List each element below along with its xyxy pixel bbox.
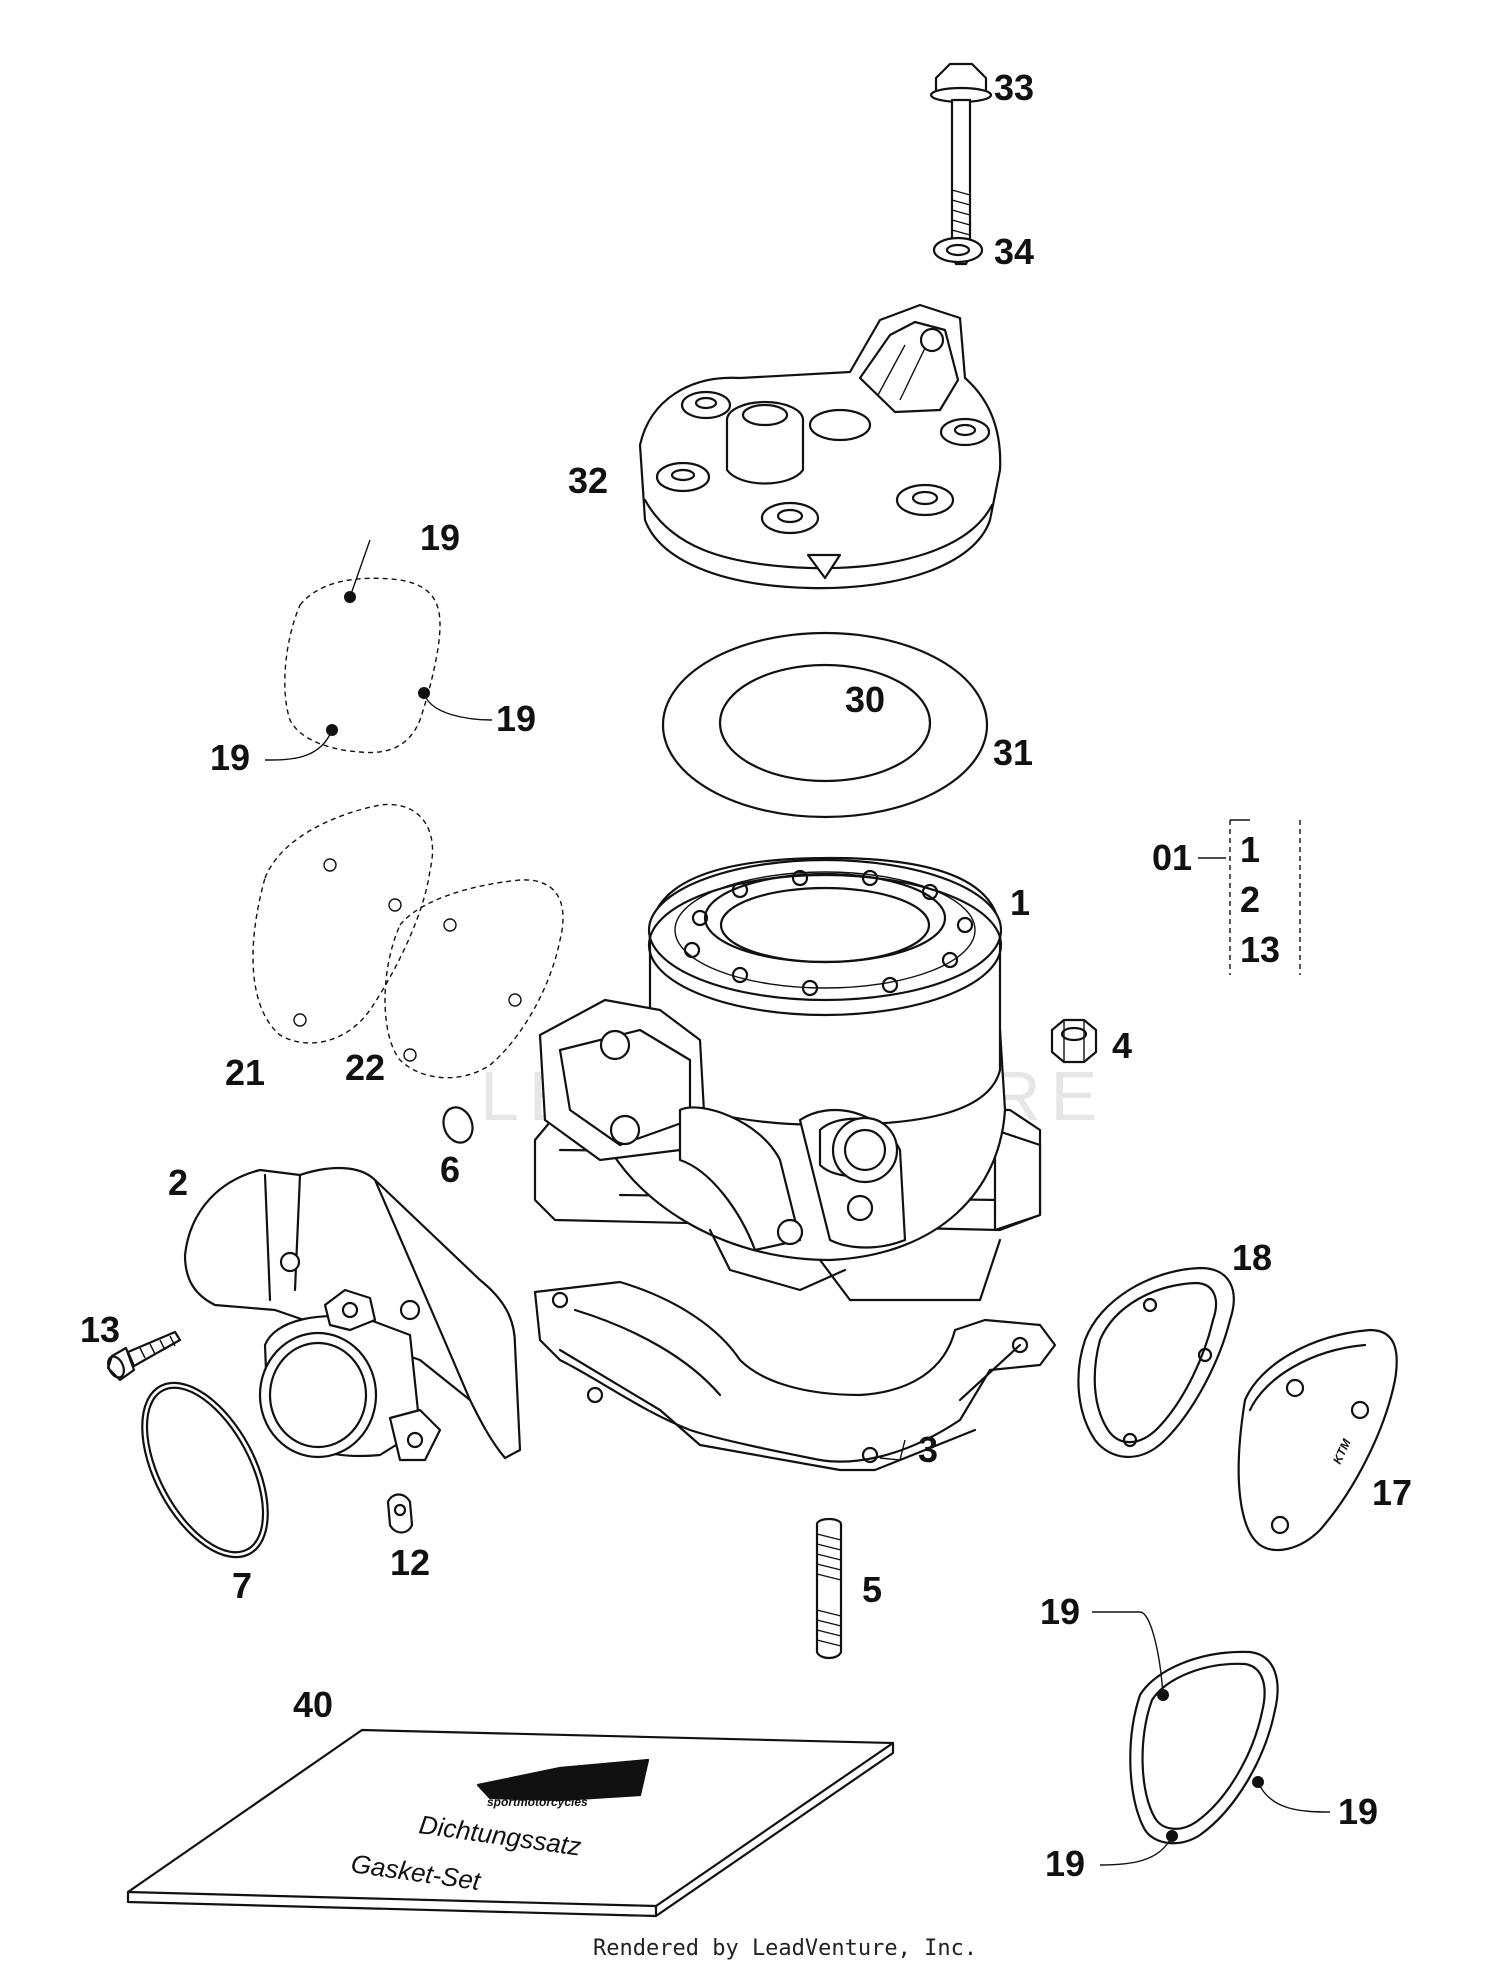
part-1-cylinder[interactable]: [533, 856, 1042, 1302]
label-34: 34: [994, 231, 1034, 272]
label-22: 22: [345, 1047, 385, 1088]
label-31: 31: [993, 732, 1033, 773]
part-19-gasket-upper[interactable]: [264, 539, 493, 761]
ktm-logo-subtext: sportmotorcycles: [487, 1795, 588, 1809]
label-19b: 19: [496, 698, 536, 739]
label-1: 1: [1010, 882, 1030, 923]
kit-01-bracket: [1198, 819, 1301, 975]
part-4-nut[interactable]: [1050, 1018, 1098, 1064]
ktm-logo: sportmotorcycles: [476, 1758, 650, 1809]
part-3-base-gasket[interactable]: [533, 1280, 1057, 1472]
part-40-gasket-set[interactable]: sportmotorcycles Dichtungssatz Gasket-Se…: [126, 1728, 895, 1918]
label-18: 18: [1232, 1237, 1272, 1278]
label-17: 17: [1372, 1472, 1412, 1513]
label-2: 2: [168, 1162, 188, 1203]
part-32-cylinder-head[interactable]: [638, 303, 1002, 590]
label-01-item-1: 1: [1240, 829, 1260, 870]
footer-credit: Rendered by LeadVenture, Inc.: [593, 1936, 977, 1961]
label-19a: 19: [420, 517, 460, 558]
label-6: 6: [440, 1149, 460, 1190]
part-19-gasket-lower[interactable]: [1092, 1611, 1331, 1866]
label-30: 30: [845, 679, 885, 720]
part-6-o-ring[interactable]: [439, 1103, 478, 1146]
label-21: 21: [225, 1052, 265, 1093]
part-13-screw[interactable]: [105, 1330, 182, 1382]
part-5-stud[interactable]: [815, 1517, 843, 1660]
label-33: 33: [994, 67, 1034, 108]
label-12: 12: [390, 1542, 430, 1583]
part-31-head-gasket[interactable]: [661, 631, 989, 819]
part-18-gasket[interactable]: [1077, 1266, 1235, 1458]
part-17-cover[interactable]: KTM: [1237, 1328, 1398, 1552]
part-22-gasket[interactable]: [384, 879, 564, 1079]
label-5: 5: [862, 1569, 882, 1610]
label-3: 3: [918, 1429, 938, 1470]
label-19c: 19: [210, 737, 250, 778]
label-01: 01: [1152, 837, 1192, 878]
part-21-gasket[interactable]: [252, 803, 434, 1044]
part-34-washer[interactable]: [932, 236, 984, 264]
label-13: 13: [80, 1309, 120, 1350]
part-12-clip[interactable]: [386, 1493, 414, 1534]
label-4: 4: [1112, 1025, 1132, 1066]
label-40: 40: [293, 1684, 333, 1725]
part-7-o-ring[interactable]: [116, 1363, 293, 1578]
part-30-o-ring[interactable]: [718, 663, 932, 783]
label-19f: 19: [1045, 1843, 1085, 1884]
part-2-exhaust-flange[interactable]: [183, 1167, 522, 1462]
label-19d: 19: [1040, 1591, 1080, 1632]
label-19e: 19: [1338, 1791, 1378, 1832]
part-33-bolt[interactable]: [929, 62, 993, 266]
label-01-item-2: 2: [1240, 879, 1260, 920]
label-7: 7: [232, 1565, 252, 1606]
label-01-item-13: 13: [1240, 929, 1280, 970]
label-32: 32: [568, 460, 608, 501]
